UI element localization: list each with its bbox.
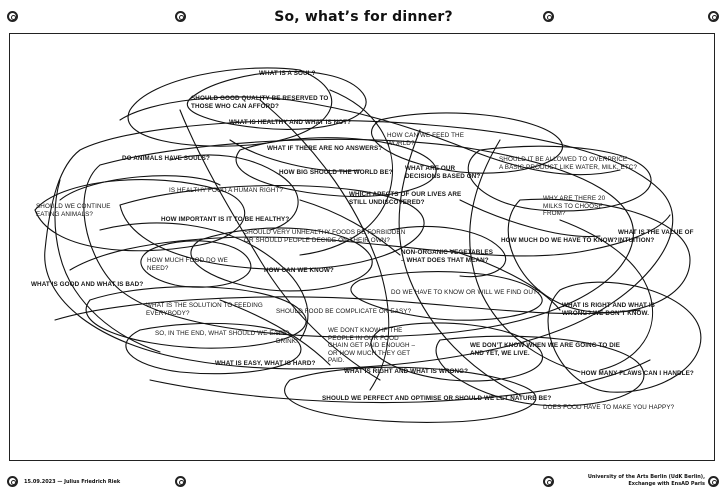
question-label: WHAT IS RIGHT AND WHAT IS WRONG? WE DON’… [562,302,655,317]
question-label: SHOULD WE CONTINUE EATING ANIMALS? [36,203,111,218]
question-label: SHOULD WE PERFECT AND OPTIMISE OR SHOULD… [322,395,552,402]
question-label: WHAT ARE OUR DECISIONS BASED ON? [405,165,481,180]
question-label: WHAT IS THE VALUE OF INTUITION? [618,229,694,244]
grommet-top-right [708,11,719,22]
question-label: DO WE HAVE TO KNOW OR WILL WE FIND OUT? [391,289,541,296]
question-label: WHAT IS RIGHT AND WHAT IS WRONG? [344,368,469,375]
grommet-bottom-mid-left [175,476,186,487]
question-label: HOW CAN WE KNOW? [264,267,334,274]
grommet-top-left [7,11,18,22]
question-label: SHOULD VERY UNHEALTHY FOODS BE FORBIDDEN… [244,229,406,244]
question-label: SHOULD IT BE ALLOWED TO OVERPRICE A BASI… [499,156,638,171]
question-label: WE DONT KNOW IF THE PEOPLE IN OUR FOOD C… [328,327,416,365]
question-label: DO ANIMALS HAVE SOULS? [122,155,210,162]
question-label: WHY ARE THERE 20 MILKS TO CHOOSE FROM? [543,195,606,218]
question-label: HOW MUCH DO WE HAVE TO KNOW? [501,237,618,244]
question-label: HOW MANY FLAWS CAN I HANDLE? [581,370,694,377]
question-label: SHOULD GOOD QUALITY BE RESERVED TO THOSE… [191,95,329,110]
footer-credit: 15.09.2023 — Julius Friedrich Riek [24,479,121,485]
question-label: SHOULD FOOD BE COMPLICATE OR EASY? [276,308,412,315]
question-label: HOW CAN WE FEED THE WORLD? [387,132,464,147]
question-label: WHAT IS GOOD AND WHAT IS BAD? [31,281,144,288]
question-label: DOES FOOD HAVE TO MAKE YOU HAPPY? [543,404,675,411]
question-label: HOW IMPORTANT IS IT TO BE HEALTHY? [161,216,290,223]
question-label: HOW MUCH FOOD DO WE NEED? [147,257,228,272]
question-label: WHAT IS HEALTHY AND WHAT IS NOT? [229,119,352,126]
question-label: WHAT IS A SOUL? [259,70,316,77]
question-label: SO, IN THE END, WHAT SHOULD WE EAT? [155,330,286,337]
grommet-top-mid-left [175,11,186,22]
question-label: HOW BIG SHOULD THE WORLD BE? [279,169,393,176]
question-label: NON-ORGANIC VEGETABLES – WHAT DOES THAT … [401,249,493,264]
question-label: WHAT IF THERE ARE NO ANSWERS? [267,145,383,152]
grommet-bottom-left [7,476,18,487]
grommet-bottom-right [708,476,719,487]
question-label: IS HEALTHY FOOD A HUMAN RIGHT? [169,187,284,194]
question-label: WHAT IS THE SOLUTION TO FEEDING EVERYBOD… [146,302,263,317]
question-label: WHICH APECTS OF OUR LIVES ARE STILL UNDI… [349,191,462,206]
question-label: WHAT IS EASY, WHAT IS HARD? [215,360,316,367]
page-title: So, what’s for dinner? [274,9,453,25]
footer-institution: University of the Arts Berlin (UdK Berli… [587,474,705,487]
grommet-top-mid-right [543,11,554,22]
poster-frame [9,33,715,461]
question-label: AND DRINK! [276,330,298,345]
question-label: WE DON’T KNOW WHEN WE ARE GOING TO DIE A… [470,342,621,357]
grommet-bottom-mid-right [543,476,554,487]
